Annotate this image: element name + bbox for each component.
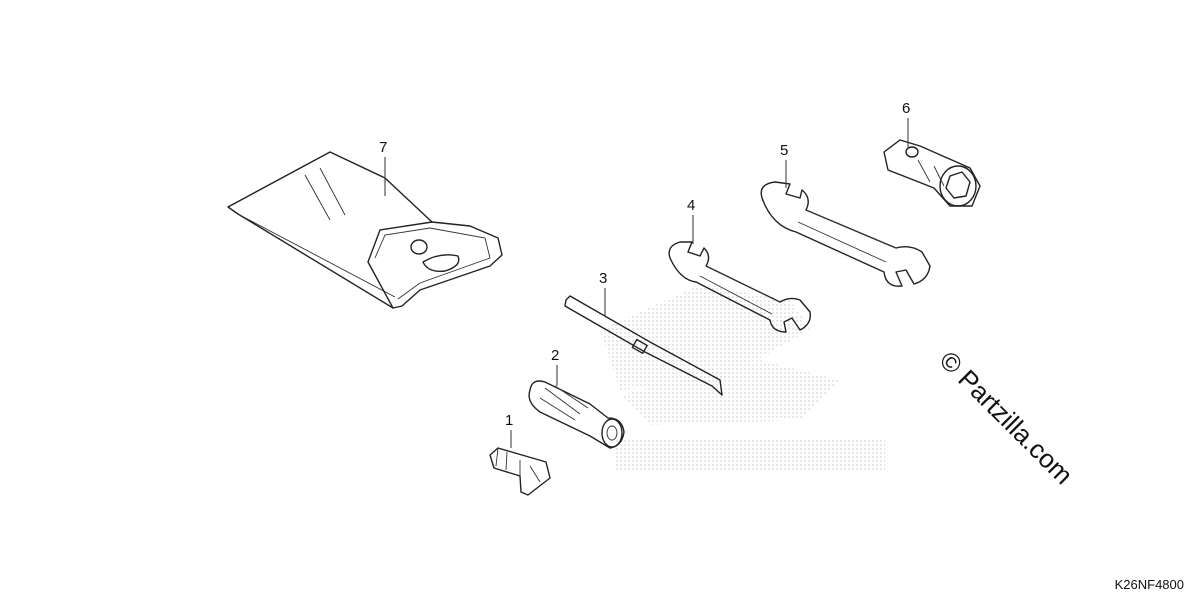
callout-2: 2 — [551, 347, 559, 364]
background-watermark-logo — [600, 285, 885, 470]
screwdriver-bit — [564, 295, 723, 396]
callout-4: 4 — [687, 197, 695, 214]
callout-3: 3 — [599, 270, 607, 287]
callout-5: 5 — [780, 142, 788, 159]
wrench-10-14 — [760, 181, 931, 287]
wrench-8-10 — [668, 241, 811, 333]
figure-code: K26NF4800 — [1114, 577, 1184, 592]
callout-1: 1 — [505, 412, 513, 429]
tool-bag — [227, 151, 503, 309]
screwdriver-handle — [528, 380, 625, 449]
callout-leaders — [384, 118, 909, 448]
clip — [489, 447, 551, 496]
callout-6: 6 — [902, 100, 910, 117]
callout-7: 7 — [379, 139, 387, 156]
box-wrench — [883, 139, 981, 207]
